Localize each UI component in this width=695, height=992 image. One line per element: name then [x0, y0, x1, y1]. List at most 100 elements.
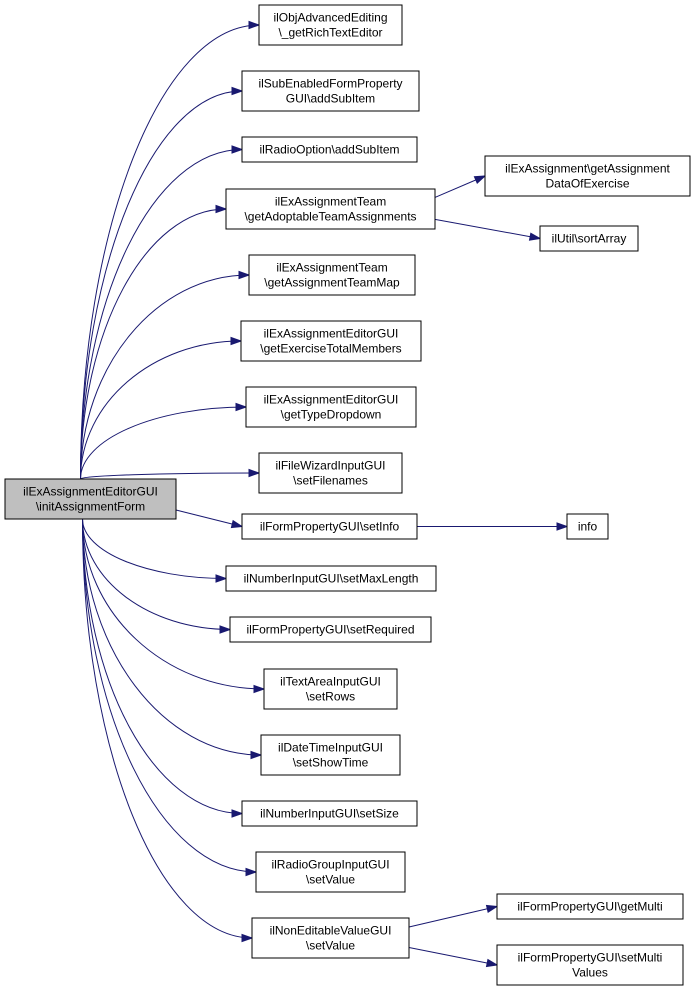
edge-line — [82, 518, 231, 630]
node-label-line: \setRows — [306, 690, 355, 704]
node-box — [496, 944, 684, 986]
edge-line — [408, 946, 498, 966]
node-set-size[interactable]: ilNumberInputGUI\setSize — [241, 800, 418, 827]
edge-adoptable-team-to-sort-array — [434, 218, 542, 241]
edge-root-to-set-filenames — [80, 468, 261, 480]
edge-root-to-set-max-length — [82, 518, 228, 583]
node-set-max-length[interactable]: ilNumberInputGUI\setMaxLength — [225, 565, 437, 592]
node-label-line: ilExAssignmentTeam — [276, 261, 387, 275]
node-box — [225, 565, 437, 592]
node-box — [245, 386, 417, 428]
edges-layer — [80, 20, 569, 968]
node-set-show-time[interactable]: ilDateTimeInputGUI\setShowTime — [260, 734, 401, 776]
edge-line — [80, 24, 260, 480]
arrow-head — [215, 574, 228, 583]
node-box — [496, 893, 684, 920]
arrow-head — [248, 20, 261, 30]
arrow-head — [219, 625, 232, 634]
edge-line — [82, 518, 227, 579]
edge-root-to-total-members — [80, 336, 243, 480]
edge-line — [82, 518, 262, 756]
node-box — [225, 188, 436, 230]
edge-line — [80, 90, 243, 480]
arrow-head — [485, 958, 499, 968]
node-label-line: Values — [572, 966, 608, 980]
node-total-members[interactable]: ilExAssignmentEditorGUI\getExerciseTotal… — [240, 320, 422, 362]
node-adoptable-team[interactable]: ilExAssignmentTeam\getAdoptableTeamAssig… — [225, 188, 436, 230]
node-box — [4, 478, 177, 520]
node-label-line: ilExAssignment\getAssignment — [505, 162, 670, 176]
node-box — [255, 851, 406, 893]
node-label-line: ilExAssignmentEditorGUI — [264, 327, 399, 341]
node-set-info[interactable]: ilFormPropertyGUI\setInfo — [241, 513, 418, 540]
edge-non-editable-to-set-multi — [408, 946, 499, 968]
node-get-multi[interactable]: ilFormPropertyGUI\getMulti — [496, 893, 684, 920]
edge-root-to-rich-editor — [80, 20, 261, 480]
arrow-head — [250, 750, 263, 760]
node-box — [241, 513, 418, 540]
node-radio-group[interactable]: ilRadioGroupInputGUI\setValue — [255, 851, 406, 893]
arrow-head — [241, 933, 254, 943]
node-box — [241, 800, 418, 827]
node-sort-array[interactable]: ilUtil\sortArray — [539, 225, 639, 252]
edge-line — [80, 472, 260, 480]
node-set-rows[interactable]: ilTextAreaInputGUI\setRows — [263, 668, 398, 710]
node-box — [241, 70, 420, 112]
edge-line — [80, 406, 247, 480]
arrow-head — [248, 468, 261, 478]
arrow-head — [235, 402, 248, 412]
arrow-head — [485, 904, 499, 914]
node-label-line: \initAssignmentForm — [36, 500, 145, 514]
node-type-dropdown[interactable]: ilExAssignmentEditorGUI\getTypeDropdown — [245, 386, 417, 428]
node-box — [240, 320, 422, 362]
edge-root-to-radio-option — [80, 145, 244, 480]
arrow-head — [231, 145, 244, 154]
node-box — [258, 4, 403, 46]
node-label-line: ilObjAdvancedEditing — [273, 11, 387, 25]
node-box — [484, 155, 691, 197]
node-label-line: \getTypeDropdown — [281, 408, 382, 422]
edge-root-to-set-rows — [82, 518, 266, 694]
node-info[interactable]: info — [566, 513, 609, 540]
node-label-line: ilTextAreaInputGUI — [280, 675, 381, 689]
node-box — [258, 452, 403, 494]
edge-root-to-radio-group — [82, 518, 258, 877]
edge-line — [80, 274, 250, 480]
node-rich-editor[interactable]: ilObjAdvancedEditing\_getRichTextEditor — [258, 4, 403, 46]
arrow-head — [245, 867, 258, 877]
node-root[interactable]: ilExAssignmentEditorGUI\initAssignmentFo… — [4, 478, 177, 520]
node-label-line: GUI\addSubItem — [286, 92, 375, 106]
arrow-head — [556, 522, 569, 531]
node-label-line: \setValue — [306, 873, 355, 887]
node-assignment-data[interactable]: ilExAssignment\getAssignmentDataOfExerci… — [484, 155, 691, 197]
node-label-line: ilFormPropertyGUI\setRequired — [246, 623, 414, 637]
node-label-line: ilExAssignmentEditorGUI — [23, 485, 158, 499]
node-box — [263, 668, 398, 710]
node-label-line: ilSubEnabledFormProperty — [258, 77, 402, 91]
edge-line — [80, 208, 227, 480]
node-team-map[interactable]: ilExAssignmentTeam\getAssignmentTeamMap — [248, 254, 416, 296]
node-radio-option[interactable]: ilRadioOption\addSubItem — [241, 136, 418, 163]
node-box — [229, 616, 432, 643]
nodes-layer: ilExAssignmentEditorGUI\initAssignmentFo… — [4, 4, 691, 986]
node-label-line: info — [578, 520, 598, 534]
node-non-editable[interactable]: ilNonEditableValueGUI\setValue — [251, 917, 410, 959]
edge-adoptable-team-to-assignment-data — [434, 175, 487, 198]
node-label-line: ilFormPropertyGUI\setInfo — [260, 520, 400, 534]
arrow-head — [215, 204, 228, 214]
node-label-line: \setValue — [306, 939, 355, 953]
node-label-line: \_getRichTextEditor — [278, 26, 382, 40]
node-set-filenames[interactable]: ilFileWizardInputGUI\setFilenames — [258, 452, 403, 494]
node-label-line: ilRadioOption\addSubItem — [259, 143, 399, 157]
node-box — [260, 734, 401, 776]
node-box — [566, 513, 609, 540]
edge-line — [82, 518, 253, 939]
edge-root-to-team-map — [80, 270, 251, 480]
node-set-required[interactable]: ilFormPropertyGUI\setRequired — [229, 616, 432, 643]
edge-line — [82, 518, 265, 690]
edge-non-editable-to-get-multi — [408, 904, 499, 928]
node-label-line: \getAssignmentTeamMap — [264, 276, 400, 290]
node-label-line: \getAdoptableTeamAssignments — [244, 210, 416, 224]
